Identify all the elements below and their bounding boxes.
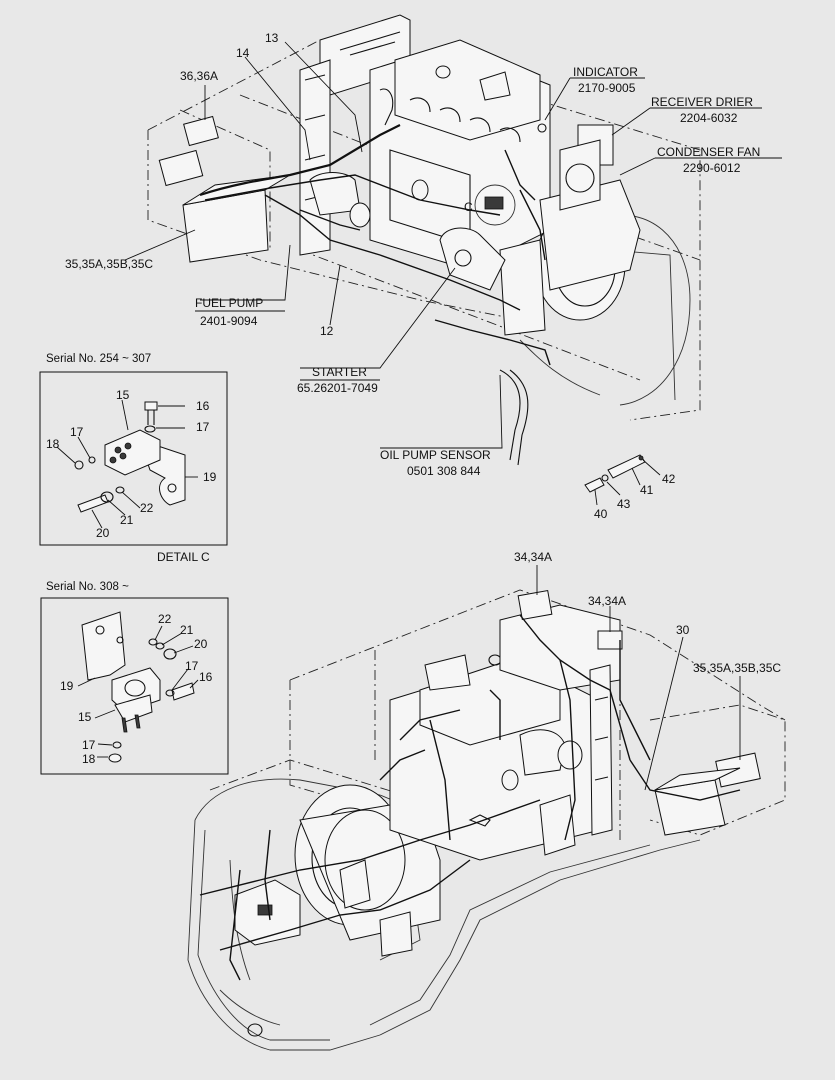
starter-label: STARTER <box>312 365 367 379</box>
detail-a-callout-17b: 17 <box>196 420 210 434</box>
detail-a-callout-18: 18 <box>46 437 60 451</box>
detail-b-callout-15: 15 <box>78 710 92 724</box>
callout-42: 42 <box>662 472 676 486</box>
detail-a-callout-16: 16 <box>196 399 210 413</box>
detail-b-serial: Serial No. 308 ~ <box>46 581 129 593</box>
detail-a-callout-17a: 17 <box>70 425 84 439</box>
detail-a-callout-21: 21 <box>120 513 134 527</box>
detail-b-callout-17a: 17 <box>185 659 199 673</box>
callout-36: 36,36A <box>180 69 218 83</box>
detail-a-callout-22: 22 <box>140 501 154 515</box>
lower-callout-35: 35,35A,35B,35C <box>693 661 781 675</box>
detail-b-callout-22: 22 <box>158 612 172 626</box>
detail-b-callout-16: 16 <box>199 670 213 684</box>
detail-b-box <box>40 597 229 775</box>
indicator-label: INDICATOR <box>573 65 638 79</box>
detail-a-callout-19: 19 <box>203 470 217 484</box>
detail-b-callout-21: 21 <box>180 623 194 637</box>
indicator-part-number: 2170-9005 <box>578 81 636 95</box>
callout-40: 40 <box>594 507 608 521</box>
detail-a-callout-20: 20 <box>96 526 110 540</box>
callout-41: 41 <box>640 483 654 497</box>
callout-35: 35,35A,35B,35C <box>65 257 153 271</box>
callout-43: 43 <box>617 497 631 511</box>
detail-a-box <box>39 371 228 546</box>
condenser-fan-part-number: 2290-6012 <box>683 161 741 175</box>
oil-pump-sensor-label: OIL PUMP SENSOR <box>380 448 491 462</box>
detail-b-callout-18: 18 <box>82 752 96 766</box>
upper-engine-assembly <box>124 14 782 506</box>
detail-c-marker: C <box>464 200 473 214</box>
lower-callout-30: 30 <box>676 623 690 637</box>
receiver-drier-part-number: 2204-6032 <box>680 111 738 125</box>
starter-part-number: 65.26201-7049 <box>297 381 378 395</box>
callout-13: 13 <box>265 31 279 45</box>
detail-b-drawing <box>77 611 199 763</box>
condenser-fan-label: CONDENSER FAN <box>657 145 760 159</box>
lower-machine-assembly <box>187 565 786 1051</box>
detail-b-callout-19: 19 <box>60 679 74 693</box>
detail-a-callout-15: 15 <box>116 388 130 402</box>
fuel-pump-label: FUEL PUMP <box>195 296 263 310</box>
detail-a-drawing <box>56 399 198 529</box>
fuel-pump-part-number: 2401-9094 <box>200 314 258 328</box>
detail-c-caption: DETAIL C <box>157 550 210 564</box>
detail-a-serial: Serial No. 254 ~ 307 <box>46 353 151 365</box>
lower-callout-34-right: 34,34A <box>588 594 626 608</box>
oil-pump-sensor-part-number: 0501 308 844 <box>407 464 481 478</box>
detail-b-callout-17b: 17 <box>82 738 96 752</box>
callout-14: 14 <box>236 46 250 60</box>
lower-callout-34-left: 34,34A <box>514 550 552 564</box>
receiver-drier-label: RECEIVER DRIER <box>651 95 753 109</box>
detail-b-callout-20: 20 <box>194 637 208 651</box>
callout-12: 12 <box>320 324 334 338</box>
